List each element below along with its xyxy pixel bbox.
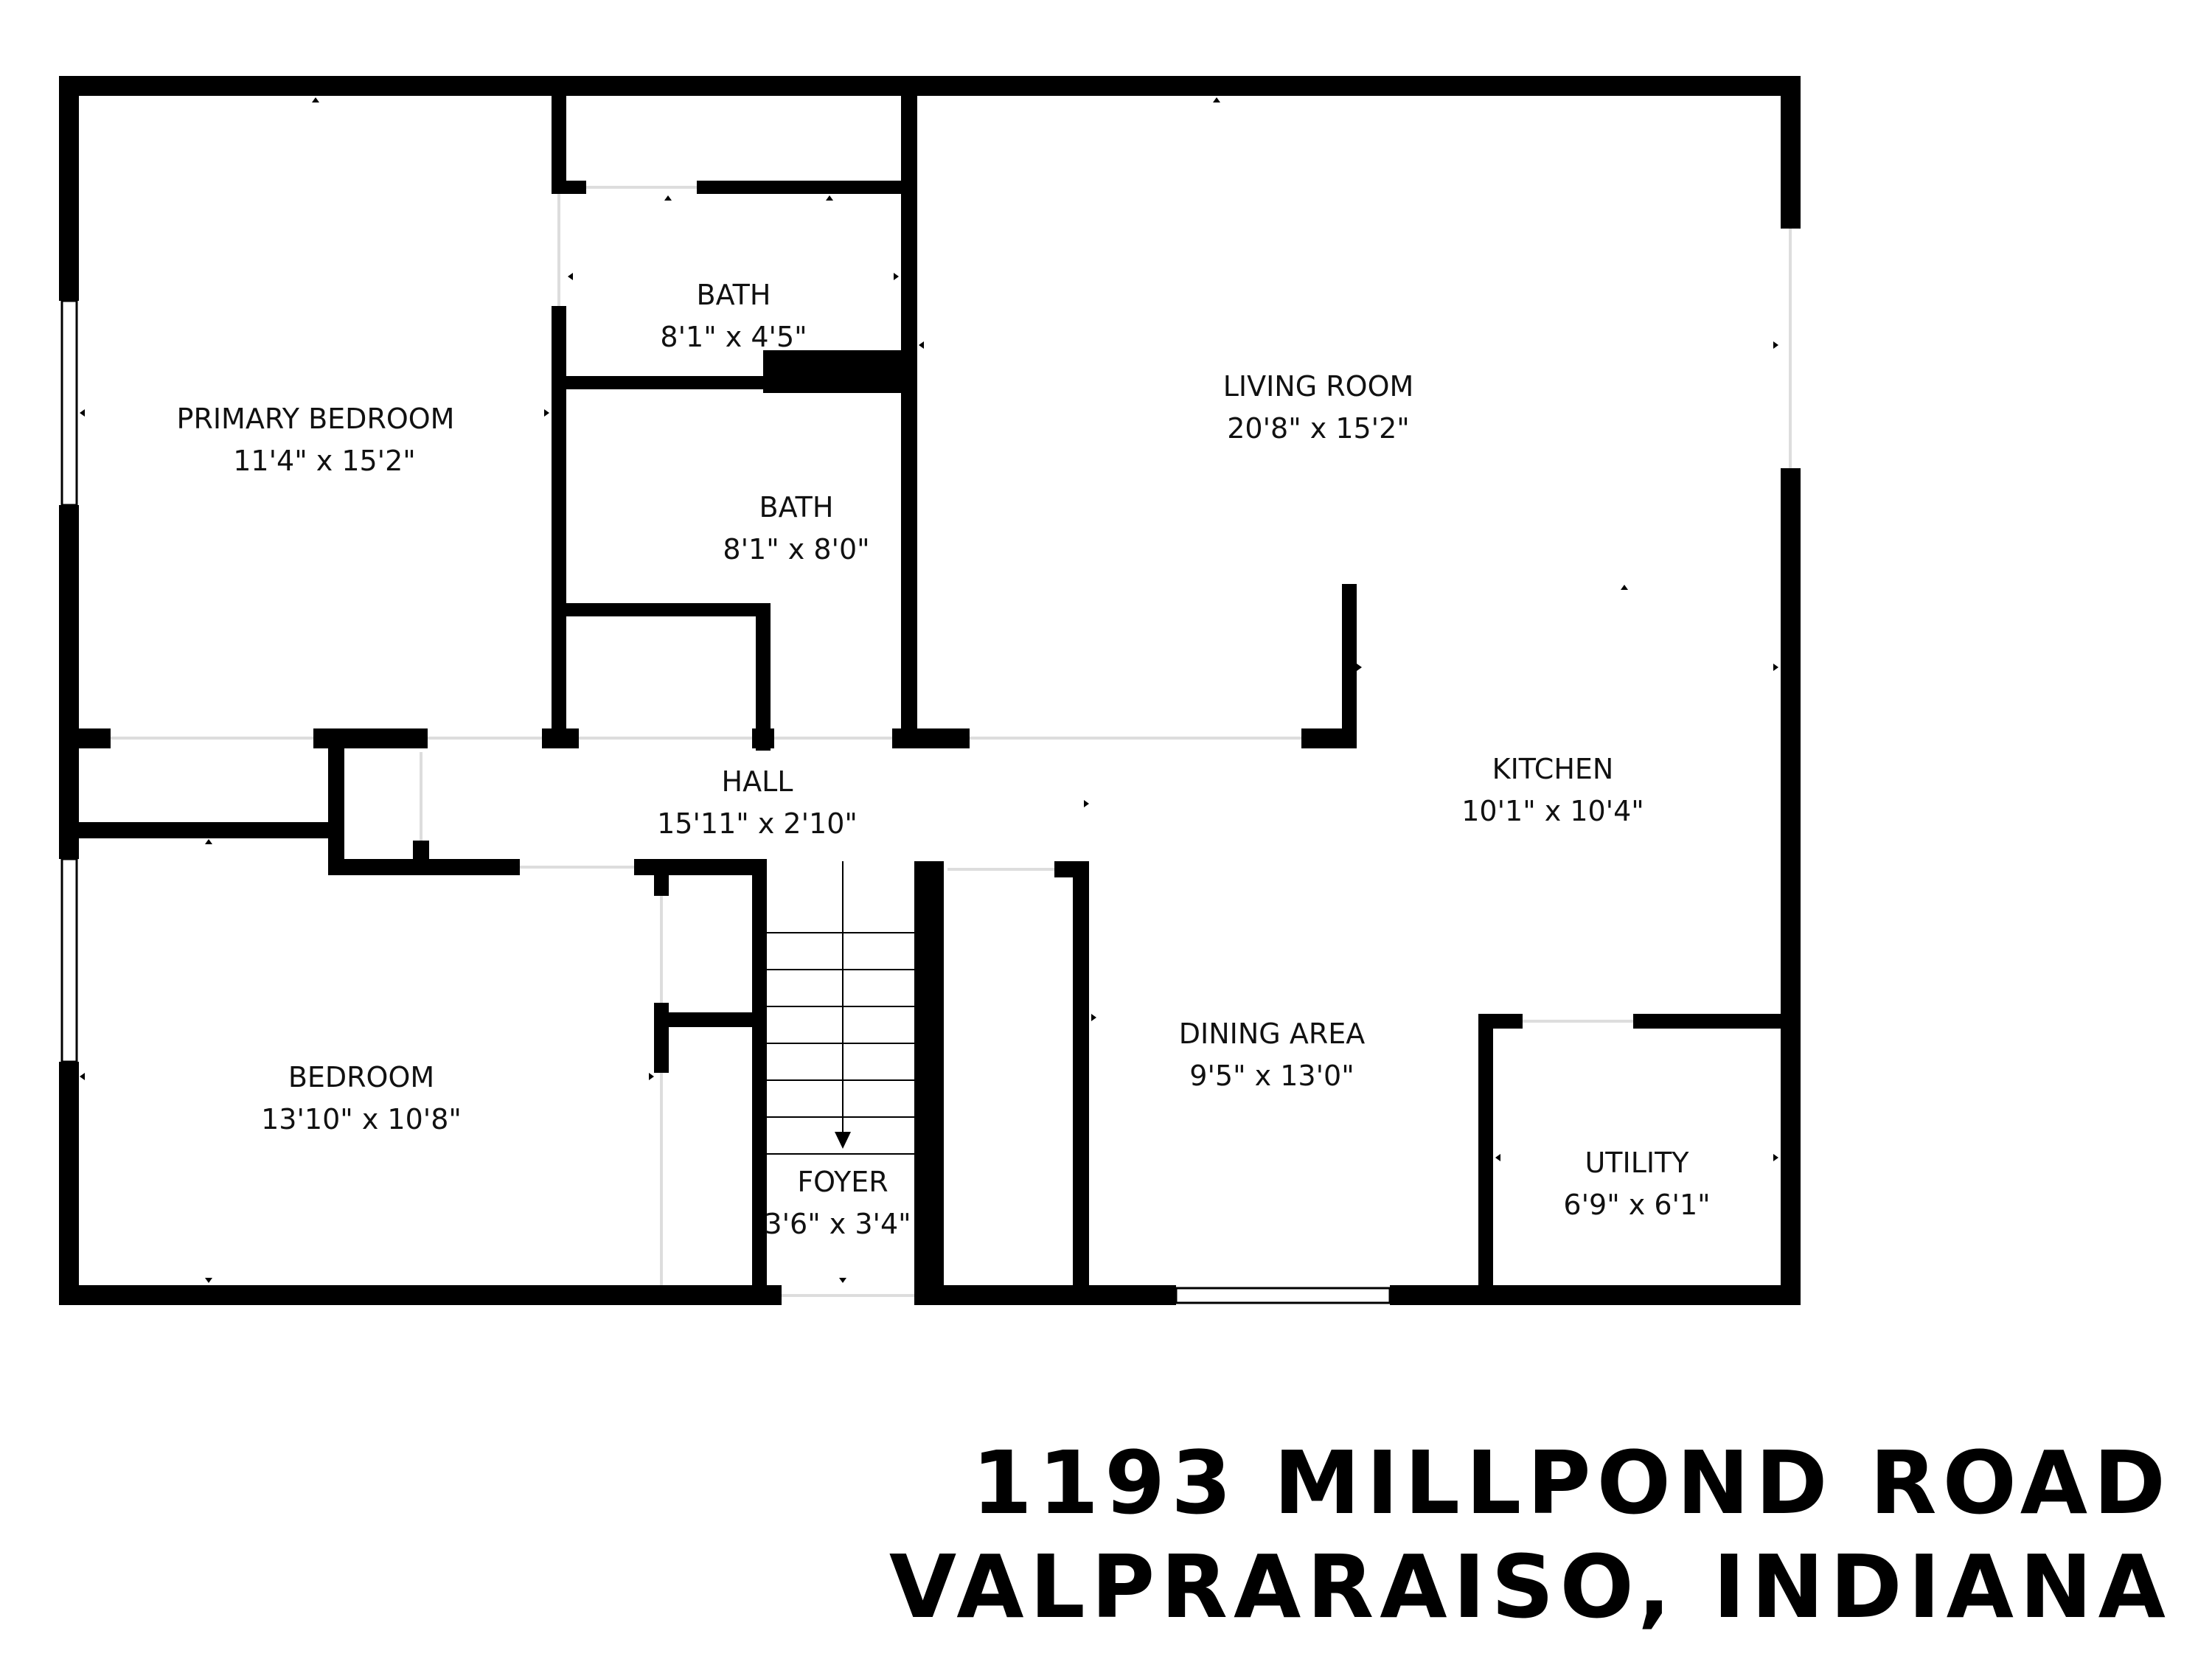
tick (649, 1073, 654, 1080)
address-line-1: 1193 MILLPOND ROAD (972, 1432, 2171, 1534)
wall (552, 76, 566, 194)
room-dims-foyer: 3'6" x 3'4" (764, 1208, 911, 1240)
tick (1773, 341, 1778, 349)
tick (1495, 1154, 1500, 1161)
room-dims-bedroom: 13'10" x 10'8" (261, 1103, 462, 1135)
tick (1621, 585, 1628, 590)
dimension-ticks (80, 97, 1778, 1283)
room-dims-kitchen: 10'1" x 10'4" (1461, 795, 1644, 827)
wall (328, 734, 344, 874)
room-name-hall: HALL (722, 765, 793, 798)
room-name-primary-bedroom: PRIMARY BEDROOM (177, 403, 455, 435)
wall (697, 181, 911, 194)
wall-exterior-bottom (59, 1285, 782, 1305)
wall (1073, 861, 1089, 1304)
wall (752, 859, 767, 1301)
tick (1773, 1154, 1778, 1161)
address-line-2: VALPRARAISO, INDIANA (889, 1536, 2171, 1638)
wall (1342, 584, 1357, 748)
tick (80, 409, 85, 417)
wall-exterior-right (1781, 76, 1801, 229)
wall-exterior-left (59, 76, 79, 301)
tick (312, 97, 319, 102)
room-dims-dining-area: 9'5" x 13'0" (1189, 1060, 1354, 1092)
wall (664, 859, 767, 875)
room-dims-primary-bedroom: 11'4" x 15'2" (233, 445, 416, 477)
wall (654, 859, 669, 896)
wall (1478, 1014, 1493, 1305)
window (1175, 1287, 1391, 1304)
tick (568, 273, 573, 280)
room-name-foyer: FOYER (797, 1166, 888, 1198)
wall (752, 728, 774, 748)
room-name-dining-area: DINING AREA (1179, 1018, 1365, 1050)
wall (929, 861, 944, 1304)
wall-exterior-bottom (1390, 1285, 1801, 1305)
room-name-bedroom: BEDROOM (288, 1061, 434, 1093)
tick (1091, 1014, 1096, 1021)
wall (566, 603, 769, 616)
room-name-bath-upper: BATH (697, 279, 771, 311)
room-name-utility: UTILITY (1585, 1147, 1689, 1179)
tick (1084, 800, 1089, 807)
bath-cabinet (763, 350, 911, 393)
tick (839, 1278, 846, 1283)
wall (552, 306, 566, 748)
wall (328, 859, 520, 875)
tick (1773, 664, 1778, 671)
wall-exterior-right (1781, 468, 1801, 1305)
openings (111, 186, 1792, 1297)
room-dims-utility: 6'9" x 6'1" (1563, 1189, 1710, 1221)
wall-exterior-left (59, 1062, 79, 1305)
window (60, 858, 78, 1063)
tick (919, 341, 924, 349)
tick (544, 409, 549, 417)
room-labels: PRIMARY BEDROOM 11'4" x 15'2" BATH 8'1" … (177, 279, 1711, 1240)
wall (914, 861, 929, 1304)
tick (1213, 97, 1220, 102)
wall (59, 822, 339, 838)
window (60, 299, 78, 507)
wall (654, 1012, 765, 1027)
room-name-living-room: LIVING ROOM (1223, 370, 1414, 403)
tick (1357, 664, 1362, 671)
tick (80, 1073, 85, 1080)
tick (205, 1278, 212, 1283)
tick (894, 273, 899, 280)
stair-arrow-icon (835, 1132, 851, 1149)
wall-exterior-bottom (914, 1285, 1176, 1305)
tick (205, 839, 212, 844)
wall-exterior-top (59, 76, 1801, 96)
wall (542, 728, 579, 748)
room-name-kitchen: KITCHEN (1492, 753, 1614, 785)
windows (60, 299, 1391, 1304)
wall (901, 76, 917, 748)
room-dims-living-room: 20'8" x 15'2" (1227, 412, 1410, 445)
room-dims-bath-lower: 8'1" x 8'0" (723, 533, 869, 566)
wall (59, 728, 111, 748)
room-name-bath-lower: BATH (759, 491, 834, 524)
wall (756, 603, 771, 751)
wall (1633, 1014, 1799, 1029)
wall (552, 181, 586, 194)
walls (59, 76, 1801, 1305)
room-dims-bath-upper: 8'1" x 4'5" (660, 321, 807, 353)
stairs (767, 861, 914, 1155)
tick (826, 195, 833, 201)
wall (1478, 1014, 1523, 1029)
room-dims-hall: 15'11" x 2'10" (657, 807, 858, 840)
tick (664, 195, 672, 201)
wall (892, 728, 970, 748)
wall-exterior-left (59, 505, 79, 859)
